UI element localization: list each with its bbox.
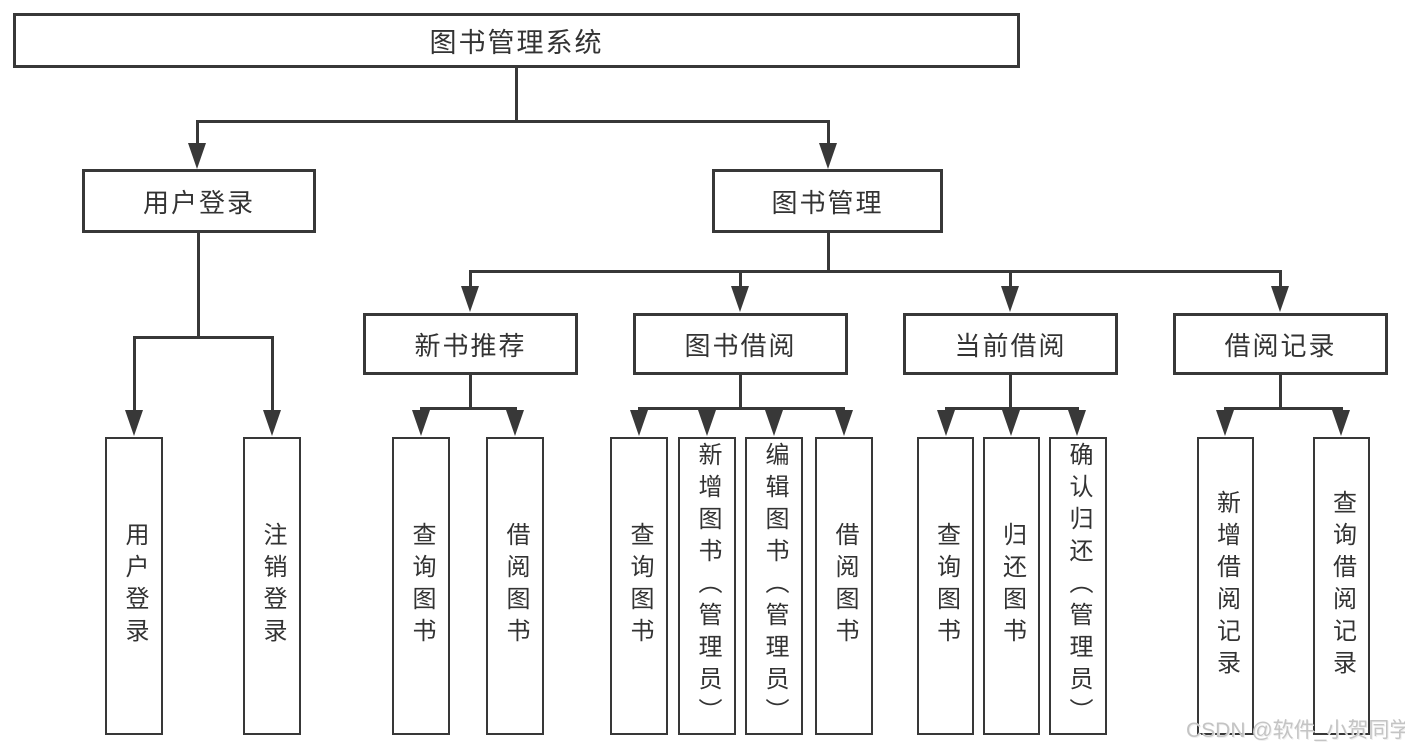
arrow-down-icon: [461, 286, 479, 312]
connector-line: [515, 68, 518, 122]
leaf-search-books: 查询图书: [610, 437, 668, 735]
arrow-down-icon: [731, 286, 749, 312]
arrow-down-icon: [765, 410, 783, 436]
arrow-down-icon: [188, 143, 206, 169]
connector-line: [133, 336, 273, 339]
connector-line: [469, 270, 1282, 273]
arrow-down-icon: [835, 410, 853, 436]
connector-line: [469, 270, 472, 288]
leaf-logout: 注销登录: [243, 437, 301, 735]
connector-line: [271, 336, 274, 412]
connector-line: [196, 120, 829, 123]
arrow-down-icon: [506, 410, 524, 436]
leaf-return-books: 归还图书: [983, 437, 1040, 735]
node-library-management-system: 图书管理系统: [13, 13, 1020, 68]
watermark: CSDN @软件_小贺同学: [1186, 719, 1405, 742]
arrow-down-icon: [412, 410, 430, 436]
connector-line: [197, 233, 200, 338]
node-borrowing-records: 借阅记录: [1173, 313, 1388, 375]
node-book-management: 图书管理: [712, 169, 943, 233]
connector-line: [420, 407, 517, 410]
arrow-down-icon: [1001, 286, 1019, 312]
leaf-add-books-admin: 新增图书（管理员）: [678, 437, 736, 735]
connector-line: [196, 120, 199, 146]
connector-line: [638, 407, 845, 410]
connector-line: [1279, 270, 1282, 288]
connector-line: [1009, 270, 1012, 288]
leaf-borrow-books: 借阅图书: [815, 437, 873, 735]
leaf-confirm-return-admin: 确认归还（管理员）: [1049, 437, 1107, 735]
connector-line: [827, 120, 830, 146]
leaf-add-borrow-record: 新增借阅记录: [1197, 437, 1254, 735]
node-current-borrowing: 当前借阅: [903, 313, 1118, 375]
arrow-down-icon: [698, 410, 716, 436]
arrow-down-icon: [1068, 410, 1086, 436]
arrow-down-icon: [1332, 410, 1350, 436]
arrow-down-icon: [1216, 410, 1234, 436]
arrow-down-icon: [263, 410, 281, 436]
arrow-down-icon: [125, 410, 143, 436]
node-new-book-recommendation: 新书推荐: [363, 313, 578, 375]
leaf-borrow-books: 借阅图书: [486, 437, 544, 735]
leaf-search-borrow-record: 查询借阅记录: [1313, 437, 1370, 735]
node-user-login: 用户登录: [82, 169, 316, 233]
connector-line: [133, 336, 136, 412]
arrow-down-icon: [937, 410, 955, 436]
connector-line: [739, 375, 742, 409]
connector-line: [827, 233, 830, 272]
leaf-edit-books-admin: 编辑图书（管理员）: [745, 437, 803, 735]
arrow-down-icon: [630, 410, 648, 436]
connector-line: [1009, 375, 1012, 409]
leaf-user-login: 用户登录: [105, 437, 163, 735]
connector-line: [469, 375, 472, 409]
connector-line: [739, 270, 742, 288]
arrow-down-icon: [1002, 410, 1020, 436]
arrow-down-icon: [819, 143, 837, 169]
leaf-search-books: 查询图书: [917, 437, 974, 735]
node-book-borrowing: 图书借阅: [633, 313, 848, 375]
connector-line: [945, 407, 1079, 410]
connector-line: [1224, 407, 1343, 410]
arrow-down-icon: [1271, 286, 1289, 312]
leaf-search-books: 查询图书: [392, 437, 450, 735]
connector-line: [1279, 375, 1282, 409]
